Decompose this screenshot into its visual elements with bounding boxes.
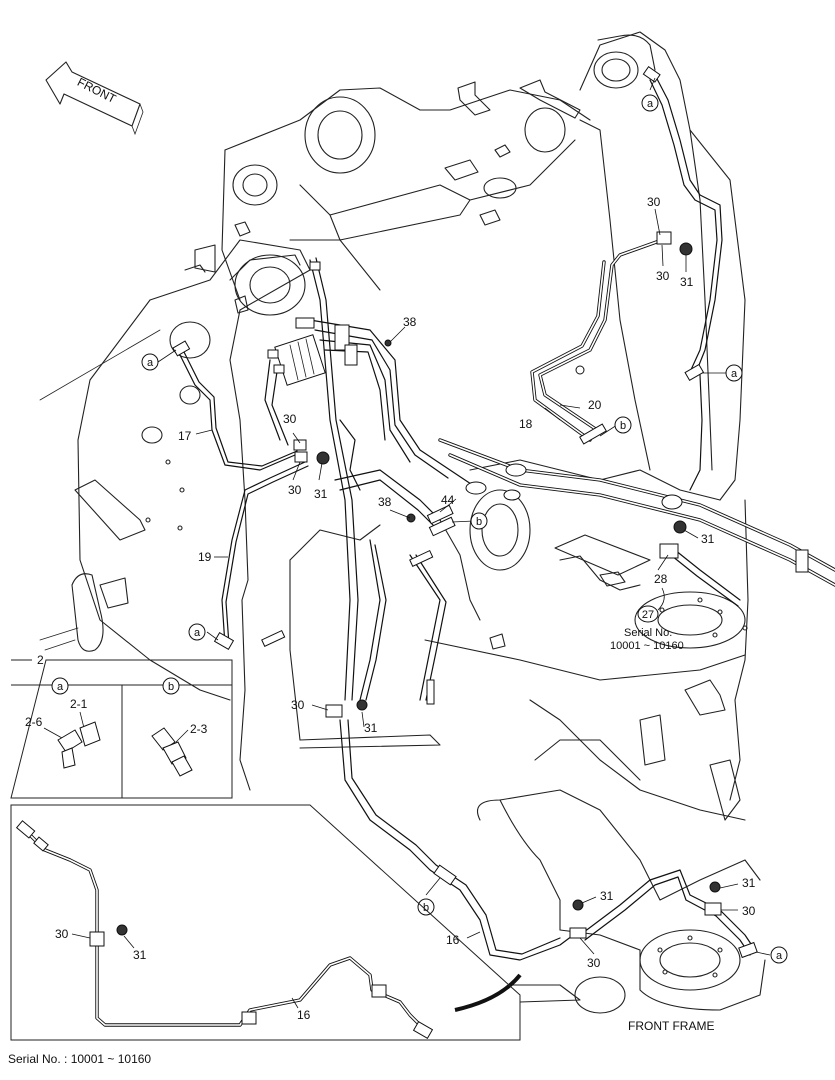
callout-38-top: 38 [403, 315, 417, 329]
callout-44: 44 [441, 493, 455, 507]
control-valve-bank [267, 317, 358, 386]
detail-box-2: 2 a 2-1 2-6 b 2-3 [10, 653, 233, 799]
piping-lines [179, 74, 835, 961]
callout-30-bottom-a: 30 [587, 956, 601, 970]
callout-18: 18 [519, 417, 533, 431]
leader-lines [157, 77, 771, 956]
part-2-1: 2-1 [70, 697, 88, 711]
callout-17: 17 [178, 429, 192, 443]
fittings [172, 66, 809, 959]
callout-31-bottom-b: 31 [742, 876, 756, 890]
callout-31-bottom-a: 31 [600, 889, 614, 903]
svg-text:b: b [423, 902, 429, 914]
part-2-6: 2-6 [25, 715, 43, 729]
serial-note-line1: Serial No. [624, 627, 672, 639]
callout-19: 19 [198, 550, 212, 564]
svg-text:a: a [731, 368, 738, 380]
detail-circle-a: a [57, 681, 64, 693]
detail-circle-b: b [168, 681, 174, 693]
callout-30-top: 30 [647, 195, 661, 209]
callout-31-mid: 31 [314, 487, 328, 501]
callout-38-mid: 38 [378, 495, 392, 509]
front-direction-arrow: FRONT [45, 61, 144, 136]
callout-16-main: 16 [446, 933, 460, 947]
callout-31-turntable: 31 [701, 532, 715, 546]
callout-28: 28 [654, 572, 668, 586]
detail-cell-a: a 2-1 2-6 [25, 677, 101, 769]
part-callouts: 30 30 31 20 18 38 17 30 30 31 38 44 19 3… [178, 195, 756, 970]
callout-30-bottom-b: 30 [742, 904, 756, 918]
svg-text:a: a [194, 627, 201, 639]
svg-text:a: a [776, 950, 783, 962]
front-frame-structure [39, 31, 766, 1014]
ref-circle-a: a [641, 94, 659, 112]
ref-circle-a: a [188, 623, 206, 641]
serial-note-line2: 10001 ~ 10160 [610, 640, 684, 652]
ref-circle-a: a [141, 353, 159, 371]
callout-16-inset: 16 [297, 1008, 311, 1022]
hose-16-inset-detail: 30 31 16 [10, 804, 521, 1041]
callout-30-mid2: 30 [288, 483, 302, 497]
callout-30-inset: 30 [55, 927, 69, 941]
ref-circle-b: b [417, 898, 435, 916]
callout-31-right: 31 [680, 275, 694, 289]
part-2-3: 2-3 [190, 722, 208, 736]
front-arrow-label: FRONT [75, 75, 119, 107]
svg-text:b: b [476, 516, 482, 528]
ref-circle-a: a [725, 364, 743, 382]
serial-ref-number: 27 [642, 609, 654, 621]
detail-box-number: 2 [37, 653, 44, 667]
svg-text:a: a [147, 357, 154, 369]
serial-note: 27 Serial No. 10001 ~ 10160 [610, 587, 684, 652]
callout-31-inset: 31 [133, 948, 147, 962]
svg-text:a: a [647, 98, 654, 110]
callout-30-right: 30 [656, 269, 670, 283]
svg-text:b: b [620, 420, 626, 432]
footer-serial-number: Serial No. : 10001 ~ 10160 [8, 1052, 151, 1066]
callout-31-low: 31 [364, 721, 378, 735]
circled-references: a a b a b a b a [141, 94, 788, 964]
assembly-label: FRONT FRAME [628, 1019, 714, 1033]
callout-20: 20 [588, 398, 602, 412]
ref-circle-b: b [470, 512, 488, 530]
callout-30-mid: 30 [283, 412, 297, 426]
ref-circle-b: b [614, 416, 632, 434]
ref-circle-a: a [770, 946, 788, 964]
callout-30-low: 30 [291, 698, 305, 712]
detail-cell-b: b 2-3 [151, 677, 208, 777]
